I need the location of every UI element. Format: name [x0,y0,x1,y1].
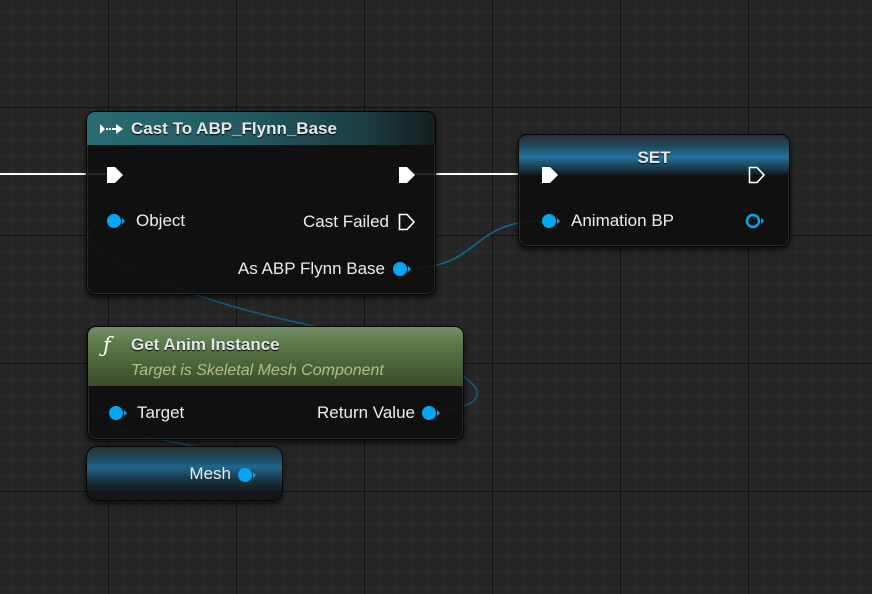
exec-in-pin[interactable] [106,166,124,184]
cast-failed-pin[interactable] [398,213,416,231]
object-pin[interactable] [106,213,126,229]
mesh-out-pin[interactable] [237,467,257,483]
animation-bp-pin-label: Animation BP [571,211,674,230]
return-value-pin-label: Return Value [317,403,415,422]
target-pin-label: Target [137,403,185,422]
as-abp-flynn-base-pin-label: As ABP Flynn Base [237,259,385,278]
animation-bp-in-pin[interactable] [541,213,561,229]
function-icon: ƒ [103,333,111,357]
cast-node-header [87,112,435,145]
mesh-label: Mesh [189,464,231,483]
set-exec-out-pin[interactable] [748,166,766,184]
cast-icon [100,124,123,134]
get-anim-instance-node[interactable]: ƒ Get Anim Instance Target is Skeletal M… [87,326,464,440]
target-pin[interactable] [108,405,128,421]
get-anim-node-title: Get Anim Instance [131,335,280,354]
exec-out-pin[interactable] [398,166,416,184]
cast-node-title: Cast To ABP_Flynn_Base [131,119,337,138]
as-abp-flynn-base-pin[interactable] [392,261,412,277]
set-node-header [519,135,789,175]
cast-to-abp-flynn-base-node[interactable]: Cast To ABP_Flynn_Base Object Cast Faile… [86,111,436,295]
object-pin-label: Object [136,211,186,230]
set-node-title: SET [637,148,671,167]
return-value-pin[interactable] [421,405,441,421]
set-exec-in-pin[interactable] [541,166,559,184]
cast-failed-pin-label: Cast Failed [303,212,389,231]
set-animation-bp-node[interactable]: SET Animation BP [518,134,790,247]
get-anim-node-subtitle: Target is Skeletal Mesh Component [131,362,384,379]
mesh-variable-node[interactable]: Mesh [86,446,283,501]
animation-bp-out-pin[interactable] [744,213,766,229]
